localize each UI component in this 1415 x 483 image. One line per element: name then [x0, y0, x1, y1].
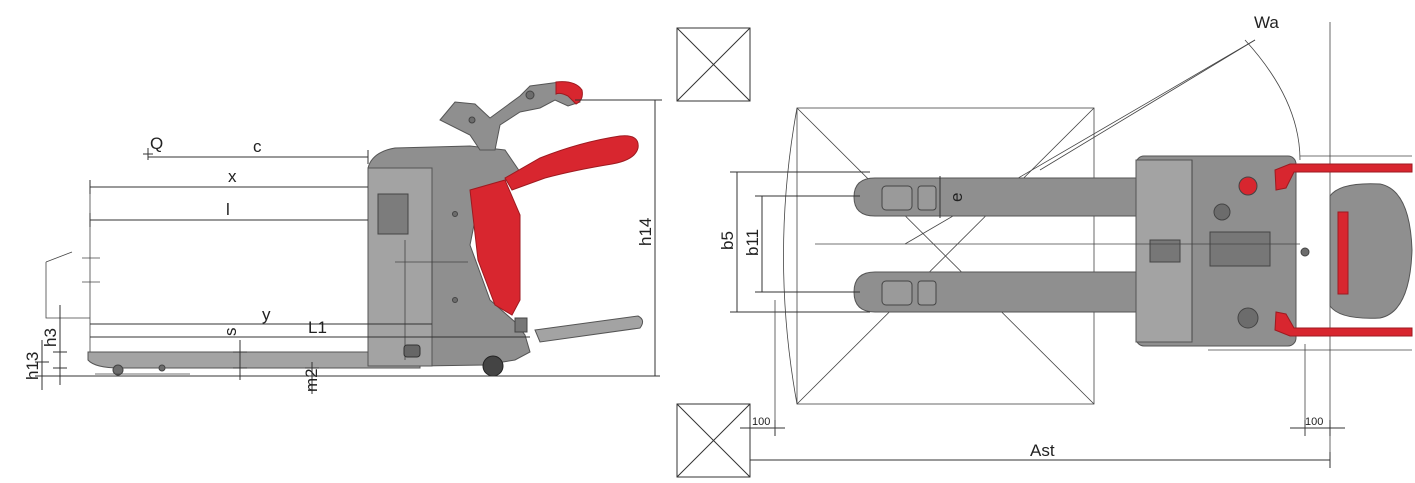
- aisle-marker-top: [676, 27, 751, 102]
- operator-platform: [1208, 155, 1413, 351]
- platform-plate: [534, 315, 644, 343]
- chassis-top: [1135, 155, 1310, 347]
- label-l: l: [226, 200, 230, 219]
- top-dimensions: b5 b11 e 100 100: [718, 171, 1345, 468]
- label-y: y: [262, 305, 271, 324]
- fork-side: [87, 351, 421, 376]
- label-clearance-left: 100: [752, 416, 770, 428]
- label-h13: h13: [23, 352, 42, 380]
- aisle-marker-bottom: [676, 403, 751, 478]
- label-clearance-right: 100: [1305, 416, 1323, 428]
- pallet-outline: [783, 107, 1095, 405]
- label-L1: L1: [308, 318, 327, 337]
- top-view: Wa: [676, 13, 1413, 478]
- chassis-side: [367, 145, 531, 377]
- label-b5: b5: [718, 231, 737, 250]
- label-e: e: [947, 193, 966, 202]
- side-view: Q c x l y L1 s: [23, 81, 662, 394]
- side-dimensions: Q c x l y L1 s: [23, 99, 662, 394]
- label-m2: m2: [302, 368, 321, 392]
- steering-arm: [439, 81, 583, 151]
- label-x: x: [228, 167, 237, 186]
- label-h14: h14: [636, 218, 655, 246]
- red-side-cover: [469, 179, 521, 316]
- label-Q: Q: [150, 134, 163, 153]
- label-c: c: [253, 137, 262, 156]
- label-Wa: Wa: [1254, 13, 1279, 32]
- forks-top: [853, 177, 1141, 313]
- tiller-handle: [504, 135, 639, 191]
- label-Ast: Ast: [1030, 441, 1055, 460]
- label-h3: h3: [41, 328, 60, 347]
- label-b11: b11: [743, 229, 762, 256]
- label-s: s: [221, 328, 240, 337]
